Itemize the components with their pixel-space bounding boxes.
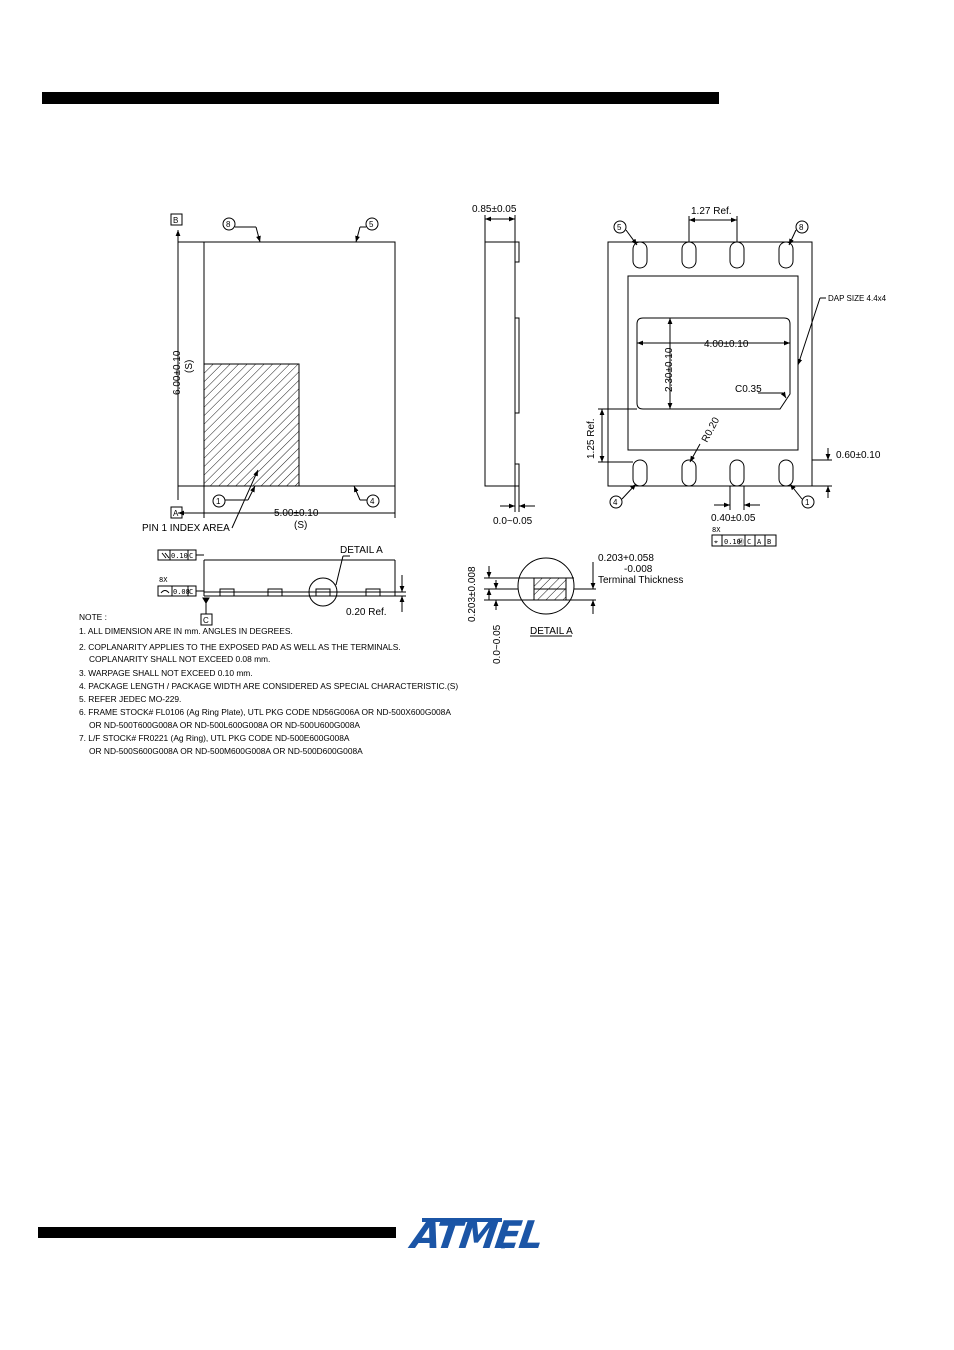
pin1-label-top: 1 xyxy=(216,497,221,506)
bottom-view-body xyxy=(607,241,813,487)
logo-registered-mark: ® xyxy=(500,1242,506,1251)
detail-vertical-dimension-2: 0.0~0.05 xyxy=(492,624,503,664)
datum-a-box xyxy=(170,506,183,519)
terminal-5 xyxy=(632,241,648,269)
exposed-pad xyxy=(636,317,791,410)
terminal-8 xyxy=(778,241,794,269)
terminal-6 xyxy=(681,241,697,269)
terminal-2 xyxy=(729,459,745,487)
note-line: 2. COPLANARITY APPLIES TO THE EXPOSED PA… xyxy=(79,642,401,652)
notes: NOTE : 1. ALL DIMENSION ARE IN mm. ANGLE… xyxy=(79,612,458,756)
dap-height-dimension: 2.30±0.10 xyxy=(664,347,675,392)
detail-a-text: 0.203+0.058 -0.008 Terminal Thickness 0.… xyxy=(467,553,683,664)
pin1-label-bottom: 1 xyxy=(805,498,810,507)
width-dimension-s: (S) xyxy=(294,520,307,531)
header-bar xyxy=(42,92,719,104)
side-view-text: 0.85±0.05 0.0~0.05 xyxy=(472,204,533,527)
terminal-4 xyxy=(632,459,648,487)
thickness-dimension: 0.85±0.05 xyxy=(472,204,517,215)
datum-b-label: B xyxy=(173,216,178,225)
datum-a-label: A xyxy=(173,509,179,518)
front-view xyxy=(157,549,406,626)
pin4-label-bottom: 4 xyxy=(613,498,618,507)
note-line: OR ND-500T600G008A OR ND-500L600G008A OR… xyxy=(89,720,360,730)
logo-text: ATMEL xyxy=(408,1213,545,1257)
note-line: COPLANARITY SHALL NOT EXCEED 0.08 mm. xyxy=(89,654,270,664)
dap-width-dimension: 4.00±0.10 xyxy=(704,339,749,350)
note-line: 4. PACKAGE LENGTH / PACKAGE WIDTH ARE CO… xyxy=(79,681,458,691)
datum-b-box xyxy=(170,213,183,226)
tolerance-datum-b: B xyxy=(767,538,771,546)
lead-width-dimension: 0.40±0.05 xyxy=(711,513,756,524)
coplanarity-count: 8X xyxy=(159,576,168,584)
parallel-datum: C xyxy=(189,552,193,560)
side-view-body xyxy=(484,241,516,487)
notes-heading: NOTE : xyxy=(79,612,107,622)
pin5-label-bottom: 5 xyxy=(617,223,622,232)
terminal-thickness-minus: -0.008 xyxy=(624,564,653,575)
note-line: OR ND-500S600G008A OR ND-500M600G008A OR… xyxy=(89,746,363,756)
terminal-1 xyxy=(778,459,794,487)
top-view-text: B A 8 5 1 4 6.00±0.10 (S) 5.00±0.10 (S) … xyxy=(142,216,375,534)
width-dimension: 5.00±0.10 xyxy=(274,508,319,519)
note-line: 6. FRAME STOCK# FL0106 (Ag Ring Plate), … xyxy=(79,707,451,717)
tolerance-datum-c: C xyxy=(747,538,751,546)
logo-swoosh xyxy=(422,1218,502,1222)
note-line: 5. REFER JEDEC MO-229. xyxy=(79,694,181,704)
detail-a-circle xyxy=(308,577,338,607)
lead-length-dimension: 0.60±0.10 xyxy=(836,450,881,461)
pitch-dimension: 1.27 Ref. xyxy=(691,206,732,217)
note-line: 3. WARPAGE SHALL NOT EXCEED 0.10 mm. xyxy=(79,668,253,678)
note-line: 1. ALL DIMENSION ARE IN mm. ANGLES IN DE… xyxy=(79,626,293,636)
pin8-label-bottom: 8 xyxy=(799,223,804,232)
pin1-index-label: PIN 1 INDEX AREA xyxy=(142,523,230,534)
pin1-index-area xyxy=(203,363,300,487)
detail-a-view xyxy=(484,557,596,637)
terminal-thickness-value: 0.203+0.058 xyxy=(598,553,654,564)
parallel-tolerance: 0.10 xyxy=(171,552,188,560)
offset-dimension: 1.25 Ref. xyxy=(586,418,597,459)
chamfer-label: C0.35 xyxy=(735,384,762,395)
dap-size-label: DAP SIZE 4.4x4 xyxy=(828,294,887,303)
terminal-3 xyxy=(681,459,697,487)
front-view-text: 0.10 C 8X 0.08 C C DETAIL A 0.20 Ref. xyxy=(159,545,387,625)
datum-c-label: C xyxy=(203,616,209,625)
coplanarity-datum: C xyxy=(189,588,193,596)
bottom-view-text: 1.27 Ref. 5 8 4 1 DAP SIZE 4.4x4 4.00±0.… xyxy=(586,206,887,546)
lead-ref-dimension: 0.20 Ref. xyxy=(346,607,387,618)
top-view xyxy=(170,213,396,529)
height-dimension-s: (S) xyxy=(184,360,195,373)
tolerance-value: 0.10 xyxy=(724,538,741,546)
pin4-label-top: 4 xyxy=(370,497,375,506)
terminal-7 xyxy=(729,241,745,269)
datum-c-box xyxy=(200,613,213,626)
tolerance-datum-a: A xyxy=(757,538,762,546)
pin8-label-top: 8 xyxy=(226,220,231,229)
footer-bar xyxy=(38,1227,396,1238)
pin5-label-top: 5 xyxy=(369,220,374,229)
detail-a-title: DETAIL A xyxy=(530,626,573,637)
bottom-view xyxy=(598,216,832,547)
terminal-thickness-label: Terminal Thickness xyxy=(598,575,683,586)
note-line: 7. L/F STOCK# FR0221 (Ag Ring), UTL PKG … xyxy=(79,733,350,743)
atmel-logo: ATMEL ® xyxy=(409,1212,545,1258)
radius-label: R0.20 xyxy=(700,415,722,444)
height-dimension: 6.00±0.10 xyxy=(172,350,183,395)
side-view xyxy=(484,215,535,512)
standoff-dimension: 0.0~0.05 xyxy=(493,516,533,527)
tolerance-modifier: Ⓜ xyxy=(737,538,744,546)
detail-a-callout: DETAIL A xyxy=(340,545,383,556)
coplanarity-tolerance: 0.08 xyxy=(173,588,190,596)
tolerance-count: 8X xyxy=(712,526,721,534)
tolerance-symbol: ⌖ xyxy=(714,538,718,546)
detail-vertical-dimension-1: 0.203±0.008 xyxy=(467,566,478,622)
